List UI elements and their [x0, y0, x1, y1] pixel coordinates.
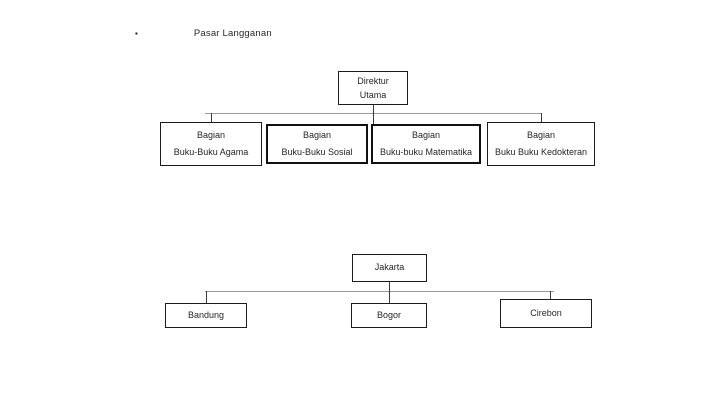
connector-jakarta-drop — [389, 282, 390, 291]
city-box-bogor: Bogor — [351, 303, 427, 328]
org-box-matematika-line2: Buku-buku Matematika — [379, 147, 473, 157]
bullet-label: Pasar Langganan — [193, 28, 272, 39]
city-box-cirebon: Cirebon — [500, 299, 592, 328]
connector-root-drop — [373, 105, 374, 113]
connector-stub-kedokteran — [541, 113, 542, 122]
org-box-kedokteran-line1: Bagian — [526, 129, 556, 140]
org-box-direktur-utama: Direktur Utama — [338, 71, 408, 105]
connector-stub-bogor — [389, 291, 390, 303]
bullet-icon: ▪ — [135, 28, 138, 38]
city-box-bandung: Bandung — [165, 303, 247, 328]
org-box-direktur-line2: Utama — [359, 90, 387, 100]
org-box-bagian-kedokteran: Bagian Buku Buku Kedokteran — [487, 122, 595, 166]
org-box-agama-line1: Bagian — [196, 129, 226, 140]
connector-stub-bandung — [206, 291, 207, 303]
connector-stub-cirebon — [550, 291, 551, 299]
city-box-bogor-label: Bogor — [376, 309, 402, 320]
connector-stub-center — [373, 113, 374, 124]
connector-stub-agama — [211, 113, 212, 122]
city-box-bandung-label: Bandung — [187, 309, 225, 320]
org-box-agama-line2: Buku-Buku Agama — [173, 147, 249, 157]
city-box-jakarta: Jakarta — [352, 254, 427, 282]
org-box-bagian-sosial: Bagian Buku-Buku Sosial — [266, 124, 368, 164]
org-box-sosial-line2: Buku-Buku Sosial — [281, 147, 353, 157]
org-box-bagian-matematika: Bagian Buku-buku Matematika — [371, 124, 481, 164]
bullet-item: ▪ Pasar Langganan — [135, 28, 272, 39]
city-box-jakarta-label: Jakarta — [374, 262, 405, 273]
org-box-matematika-line1: Bagian — [411, 129, 441, 140]
org-box-sosial-line1: Bagian — [302, 129, 332, 140]
city-box-cirebon-label: Cirebon — [530, 307, 562, 318]
org-box-bagian-agama: Bagian Buku-Buku Agama — [160, 122, 262, 166]
connector-row2-horizontal — [205, 291, 554, 292]
org-box-kedokteran-line2: Buku Buku Kedokteran — [494, 147, 588, 157]
org-box-direktur-line1: Direktur — [357, 75, 389, 86]
